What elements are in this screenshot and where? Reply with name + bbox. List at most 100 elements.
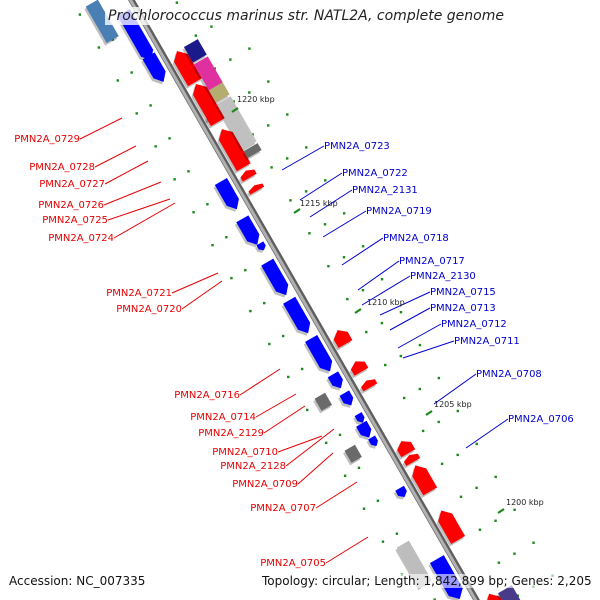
scale-label: 1220 kbp	[237, 95, 275, 104]
tick-dot	[175, 1, 179, 4]
tick-dot	[232, 100, 235, 103]
forward-gene-label: PMN2A_0718	[383, 233, 449, 244]
leader-line	[113, 202, 176, 239]
operon-feature	[208, 82, 230, 103]
tick-dot	[173, 178, 176, 181]
tick-dot	[440, 462, 444, 466]
leader-line	[357, 260, 400, 291]
tick-dot	[249, 309, 252, 313]
tick-dot	[323, 179, 327, 182]
tick-dot	[456, 409, 459, 413]
tick-dot	[376, 499, 380, 502]
genome-summary-text: Topology: circular; Length: 1,842,899 bp…	[262, 574, 592, 588]
leader-line	[433, 373, 477, 405]
tick-dot	[308, 232, 311, 235]
leader-line	[325, 536, 369, 564]
tick-dot	[230, 276, 233, 280]
tick-dot	[342, 256, 346, 259]
forward-gene-label: PMN2A_0712	[441, 319, 507, 330]
tick-dot	[210, 25, 213, 28]
tick-dot	[323, 223, 327, 226]
tick-dot	[305, 146, 308, 149]
tick-dot	[192, 211, 195, 214]
tick-dot	[381, 540, 385, 543]
tick-dot	[111, 38, 114, 41]
reverse-gene	[218, 129, 251, 172]
tick-dot	[187, 170, 190, 173]
forward-gene	[356, 420, 372, 438]
operon-feature	[193, 56, 223, 91]
tick-dot	[402, 396, 406, 400]
forward-gene-label: PMN2A_0722	[342, 168, 408, 179]
tick-dot	[281, 334, 285, 338]
reverse-gene	[206, 109, 225, 127]
tick-dot	[342, 212, 346, 215]
tick-dot	[513, 552, 516, 555]
reverse-gene-label: PMN2A_0726	[38, 200, 104, 211]
reverse-gene-label: PMN2A_2128	[220, 461, 286, 472]
tick-dot	[380, 321, 384, 325]
forward-gene	[214, 178, 239, 210]
pseudogene	[314, 392, 333, 411]
tick-dot	[361, 288, 365, 292]
leader-line	[255, 393, 297, 418]
tick-dot	[244, 268, 247, 272]
gene-features	[84, 0, 521, 600]
leader-line	[465, 418, 509, 449]
leader-line	[315, 481, 358, 509]
scale-tick	[497, 508, 505, 514]
tick-dot	[211, 243, 214, 247]
reverse-gene-label: PMN2A_0709	[232, 479, 298, 490]
tick-dot	[300, 367, 304, 371]
tick-dot	[437, 376, 441, 380]
forward-gene	[283, 296, 311, 334]
operon-feature	[243, 143, 262, 159]
reverse-gene	[412, 465, 438, 496]
forward-gene-label: PMN2A_0713	[430, 303, 496, 314]
scale-label: 1200 kbp	[506, 498, 544, 507]
leader-line	[104, 160, 149, 185]
forward-gene-label: PMN2A_0708	[476, 369, 542, 380]
reverse-gene	[240, 169, 257, 182]
reverse-gene	[438, 510, 466, 544]
pseudogene	[344, 444, 362, 463]
tick-dot	[248, 47, 251, 50]
tick-dot	[338, 433, 342, 437]
tick-dot	[116, 79, 119, 82]
tick-dot	[532, 541, 535, 544]
blue-feature	[85, 0, 119, 44]
tick-dot	[324, 441, 328, 445]
forward-gene-label: PMN2A_0715	[430, 287, 496, 298]
leader-line	[397, 323, 442, 349]
tick-dot	[306, 408, 309, 412]
tick-dot	[421, 429, 425, 433]
tick-dot	[399, 310, 403, 314]
tick-dot	[497, 561, 501, 564]
reverse-gene-label: PMN2A_0728	[29, 162, 95, 173]
leader-line	[361, 275, 411, 306]
map-title: Prochlorococcus marinus str. NATL2A, com…	[0, 7, 600, 25]
leader-line	[389, 307, 431, 331]
reverse-gene	[350, 361, 369, 376]
forward-gene-label: PMN2A_0711	[454, 336, 520, 347]
tick-dot	[456, 453, 459, 457]
reverse-gene-label: PMN2A_0705	[260, 558, 326, 569]
tick-dot	[168, 137, 171, 140]
forward-gene	[261, 258, 289, 296]
forward-gene-label: PMN2A_0719	[366, 206, 432, 217]
tick-dot	[475, 486, 478, 490]
forward-gene-label: PMN2A_2131	[352, 185, 418, 196]
tick-dot	[513, 508, 516, 512]
leader-line	[103, 181, 162, 206]
tick-dot	[149, 104, 152, 107]
leader-line	[181, 280, 223, 310]
tick-dot	[343, 474, 347, 477]
tick-dot	[248, 91, 251, 94]
reverse-gene-label: PMN2A_0710	[212, 447, 278, 458]
tick-dot	[206, 203, 209, 206]
accession-text: Accession: NC_007335	[9, 574, 146, 588]
forward-gene	[395, 485, 407, 497]
leader-line	[281, 145, 325, 171]
leader-line	[402, 340, 455, 359]
